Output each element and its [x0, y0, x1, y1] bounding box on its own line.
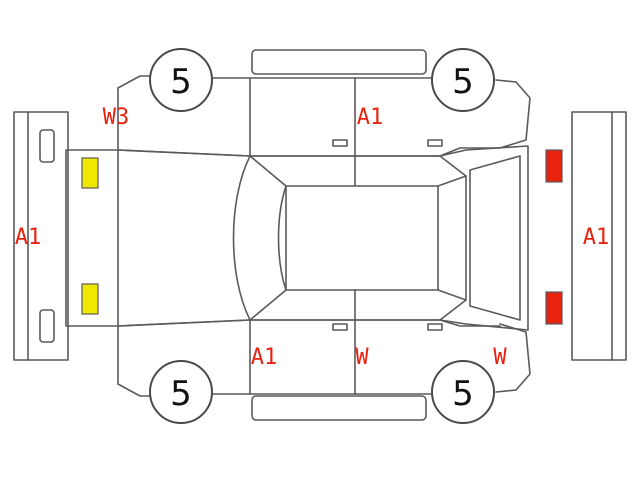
label-rear-bumper: A1 [583, 225, 610, 250]
tire-rear-left-value: 5 [452, 62, 474, 102]
front-left-light [81, 157, 99, 189]
tire-front-right: 5 [149, 360, 213, 424]
tire-rear-right-value: 5 [452, 374, 474, 414]
bottom-side-panel [251, 395, 427, 421]
tire-rear-right: 5 [431, 360, 495, 424]
label-roof-left: A1 [357, 105, 384, 130]
front-bumper [13, 111, 69, 361]
label-rear-right-quarter: W [493, 345, 507, 370]
tire-front-left: 5 [149, 48, 213, 112]
tire-front-right-value: 5 [170, 374, 192, 414]
label-front-left-fender: W3 [103, 105, 130, 130]
label-front-bumper: A1 [15, 225, 42, 250]
rear-bumper [571, 111, 627, 361]
rear-right-light [545, 291, 563, 325]
tire-front-left-value: 5 [170, 62, 192, 102]
label-front-right-door: W [355, 345, 369, 370]
car-top-plan [65, 145, 529, 331]
top-side-panel [251, 49, 427, 75]
rear-left-light [545, 149, 563, 183]
tire-rear-left: 5 [431, 48, 495, 112]
label-front-right-fender: A1 [251, 345, 278, 370]
front-right-light [81, 283, 99, 315]
